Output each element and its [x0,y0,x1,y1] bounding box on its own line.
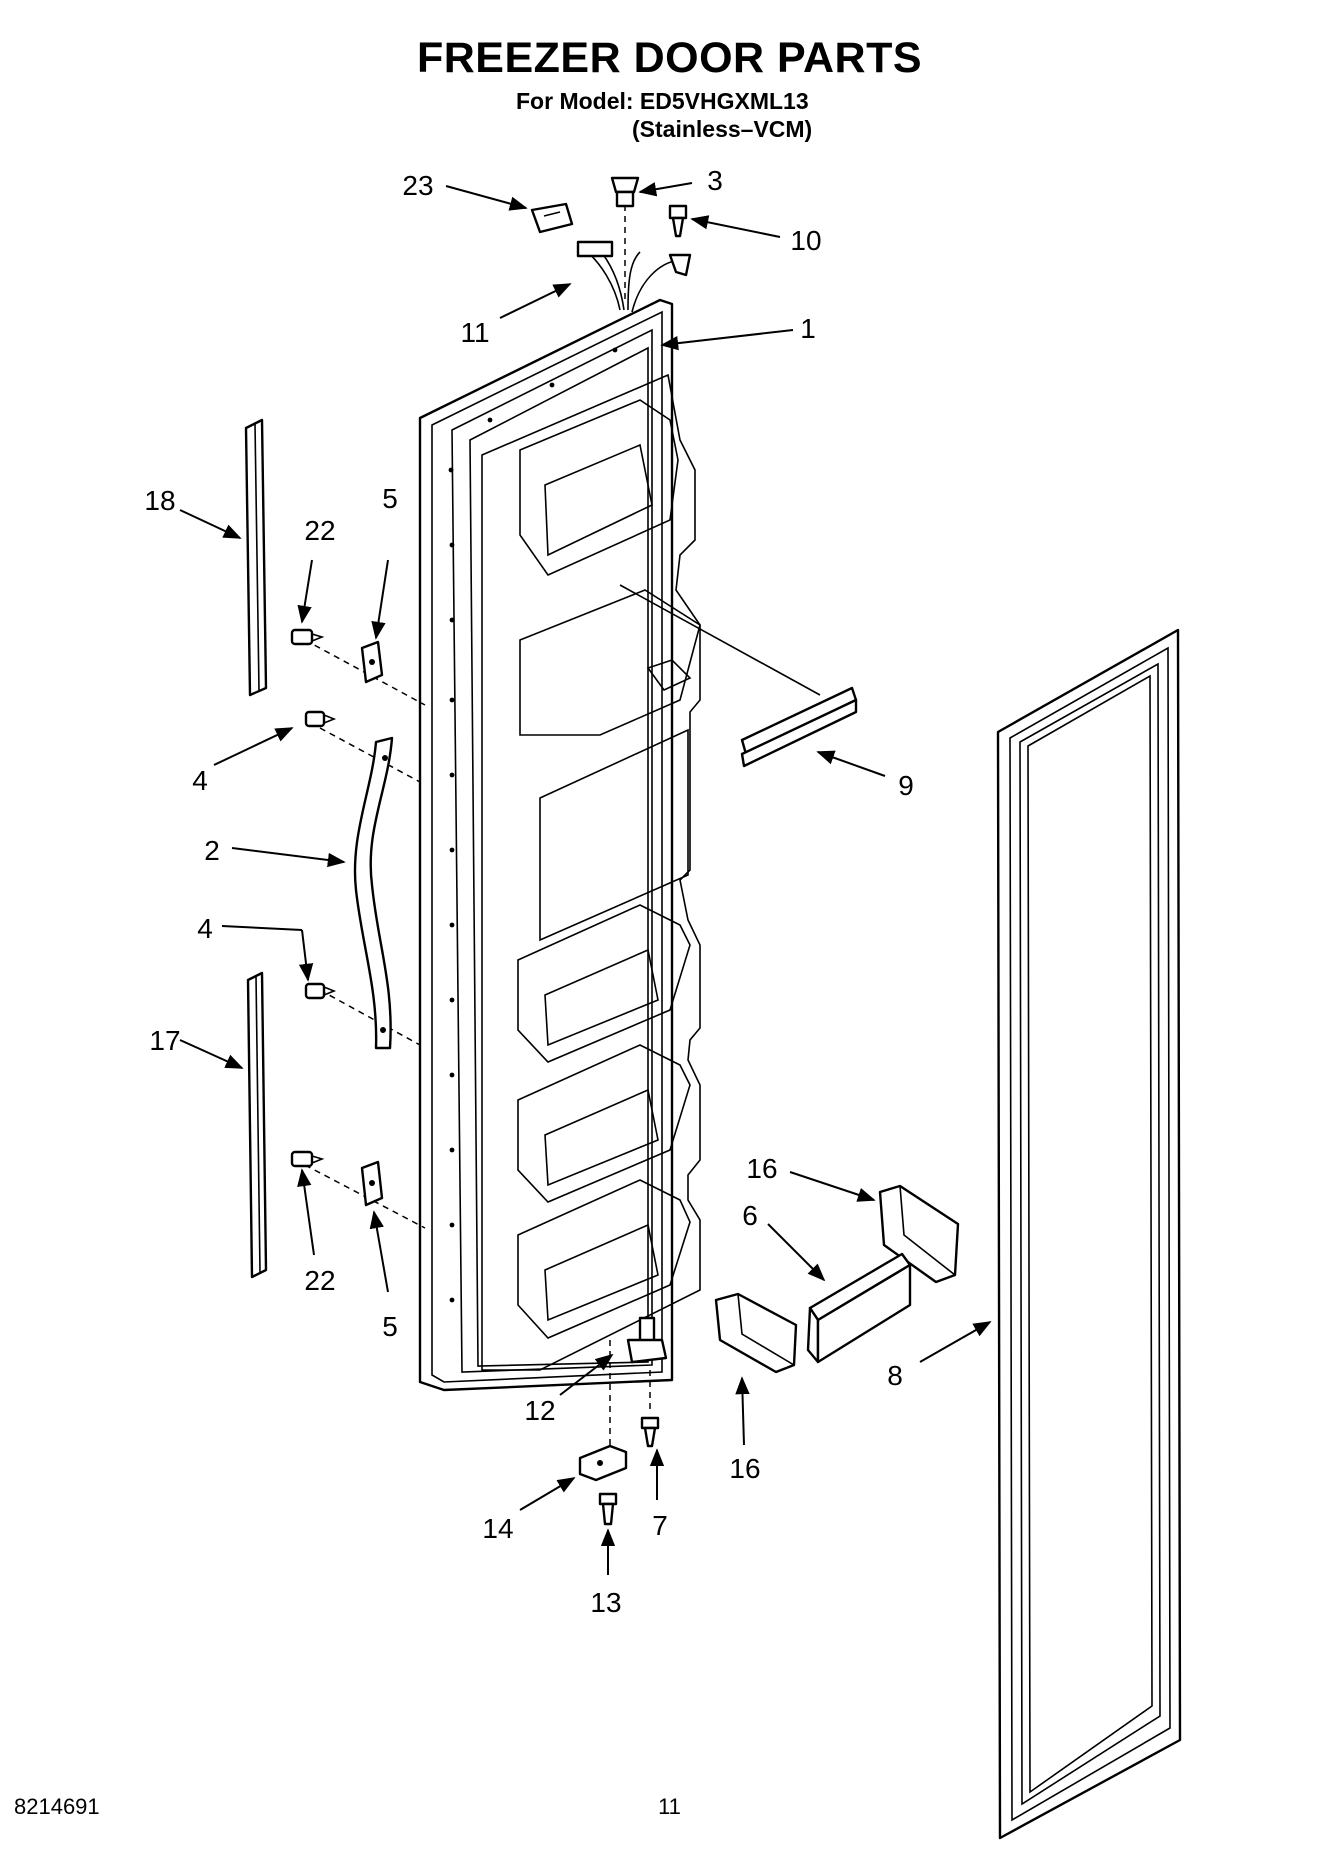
leader-lines [179,182,992,1575]
callout-8: 8 [887,1360,903,1391]
freezer-door-panel [418,298,701,1392]
door-edge-holes [448,347,618,1303]
screw-4-top [304,710,337,728]
callout-5-bottom: 5 [382,1311,398,1342]
callout-6: 6 [742,1200,758,1231]
callout-1: 1 [800,313,816,344]
document-number: 8214691 [14,1794,100,1819]
shelf-bin [806,1252,912,1364]
callout-22-top: 22 [304,515,335,546]
page-title: FREEZER DOOR PARTS [416,34,923,82]
connector-23 [530,202,574,234]
screw-10 [668,204,688,238]
callout-4-bottom: 4 [197,913,213,944]
wire-harness [576,240,692,313]
callout-18: 18 [144,485,175,516]
screw-4-bottom [304,982,337,1000]
callout-7: 7 [652,1510,668,1541]
handle-clip-top [360,640,384,684]
callout-16-bottom: 16 [729,1453,760,1484]
door-trim-bottom [246,971,268,1279]
dispenser-rail [619,584,858,768]
model-variant: (Stainless–VCM) [632,116,813,142]
page-number: 11 [658,1794,681,1819]
callout-4-top: 4 [192,765,208,796]
screw-22-bottom [290,1150,325,1168]
callout-17: 17 [149,1025,180,1056]
callout-labels: 23 3 10 11 1 18 22 5 4 2 4 9 17 16 6 22 … [144,165,913,1618]
model-number: For Model: ED5VHGXML13 [516,88,809,114]
callout-13: 13 [590,1587,621,1618]
hinge-bracket [578,1444,628,1482]
screw-7 [640,1416,660,1448]
bin-end-bottom [714,1292,798,1374]
callout-10: 10 [790,225,821,256]
callout-9: 9 [898,770,914,801]
bin-end-top [878,1184,960,1284]
callout-3: 3 [707,165,723,196]
door-gasket [996,628,1182,1840]
screw-13 [598,1492,618,1526]
hinge-pin [626,1316,668,1364]
callout-12: 12 [524,1395,555,1426]
light-bulb [610,176,640,208]
handle-clip-bottom [360,1160,384,1207]
callout-23: 23 [402,170,433,201]
door-trim-top [244,418,268,697]
callout-11: 11 [460,317,489,348]
callout-2: 2 [204,835,220,866]
callout-16-top: 16 [746,1153,777,1184]
callout-5-top: 5 [382,483,398,514]
callout-14: 14 [482,1513,513,1544]
screw-22-top [290,628,325,646]
callout-22-bottom: 22 [304,1265,335,1296]
door-handle [353,736,394,1050]
